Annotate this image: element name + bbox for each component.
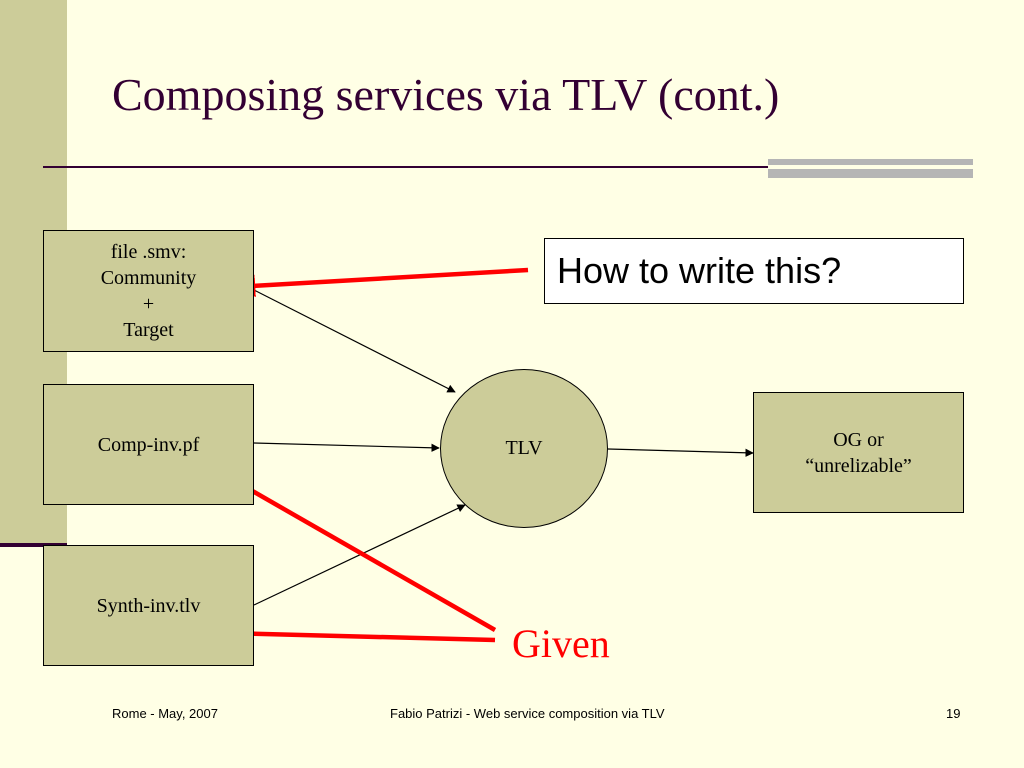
title-divider — [43, 166, 973, 168]
edge-smv-to-tlv — [253, 289, 456, 393]
title-divider-accent-gap — [768, 165, 973, 169]
highlight-arrow-given-synth — [222, 622, 496, 645]
edge-comp-to-tlv — [253, 442, 440, 452]
sidebar-accent-line — [0, 543, 67, 547]
footer-page-number: 19 — [946, 706, 961, 721]
output-box: OG or “unrelizable” — [753, 392, 964, 513]
smv-file-box: file .smv: Community + Target — [43, 230, 254, 352]
footer-location-date: Rome - May, 2007 — [112, 706, 218, 721]
callout-box: How to write this? — [544, 238, 964, 304]
comp-inv-box: Comp-inv.pf — [43, 384, 254, 505]
edge-synth-to-tlv — [253, 504, 466, 606]
highlight-arrow-callout — [232, 267, 529, 298]
slide-title: Composing services via TLV (cont.) — [112, 69, 780, 120]
highlight-arrow-given-comp — [226, 475, 497, 632]
footer-author-title: Fabio Patrizi - Web service composition … — [390, 706, 665, 721]
edge-tlv-to-output — [607, 448, 754, 457]
given-label: Given — [512, 621, 610, 666]
synth-inv-box: Synth-inv.tlv — [43, 545, 254, 666]
tlv-node: TLV — [440, 369, 608, 528]
